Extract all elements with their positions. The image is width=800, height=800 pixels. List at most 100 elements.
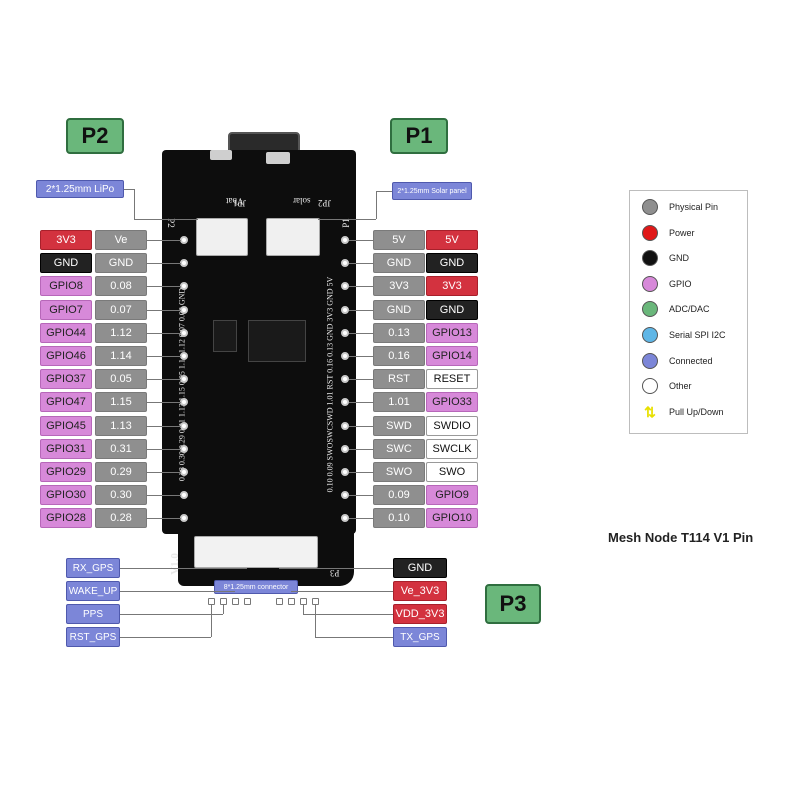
legend-item: GND — [630, 250, 689, 267]
pin-function: GPIO44 — [40, 322, 92, 343]
pin-hole-right — [341, 282, 349, 291]
pin-function: GPIO7 — [40, 299, 92, 320]
pin-wire — [147, 286, 181, 288]
wire-solar — [376, 191, 392, 192]
silk-jp2: JP2 — [318, 198, 332, 208]
legend-label: ADC/DAC — [669, 304, 710, 315]
pin-wire — [349, 356, 373, 357]
pin-wire — [147, 309, 181, 311]
pin-function: GPIO29 — [40, 462, 92, 482]
pin-function: GPIO30 — [40, 485, 92, 506]
p3-wire-h — [120, 568, 247, 569]
pin-function: GPIO13 — [426, 322, 478, 343]
physical-pin: 0.31 — [95, 438, 147, 459]
p3-wire-h — [291, 591, 393, 592]
pin-hole-right — [341, 514, 349, 523]
pin-hole-right — [341, 468, 349, 476]
legend-swatch — [642, 352, 658, 369]
physical-pin: 0.29 — [95, 462, 147, 482]
physical-pin: 0.16 — [373, 346, 425, 366]
p3-wire-v — [211, 604, 212, 637]
legend-item: Serial SPI I2C — [630, 327, 726, 343]
wire-lipo — [124, 189, 134, 190]
pin-function: GPIO37 — [40, 369, 92, 390]
p3-right-label: TX_GPS — [393, 627, 447, 647]
pull-up-down-icon: ⇅ — [644, 403, 656, 420]
pin-hole-left — [180, 468, 188, 476]
pin-wire — [147, 263, 181, 265]
silk-left-row: 0.28 0.30 0.29 0.31 1.13 1.15 0.05 1.14 … — [177, 287, 187, 482]
pin-hole-right — [341, 491, 349, 500]
pin-function: 5V — [426, 230, 478, 250]
legend-label: GPIO — [669, 278, 692, 289]
wire-solar-h2 — [318, 219, 376, 220]
physical-pin: 0.08 — [95, 276, 147, 297]
pin-wire — [349, 309, 373, 311]
pin-wire — [147, 518, 181, 520]
connector-solar-label: 2*1.25mm Solar panel — [392, 182, 472, 200]
pin-function: GPIO46 — [40, 346, 92, 366]
pin-wire — [147, 448, 181, 450]
physical-pin: 5V — [373, 230, 425, 250]
legend-item: ⇅Pull Up/Down — [630, 403, 723, 420]
p3-right-label: Ve_3V3 — [393, 581, 447, 601]
pin-wire — [349, 402, 373, 404]
physical-pin: 0.05 — [95, 369, 147, 390]
pin-function: GPIO10 — [426, 508, 478, 529]
legend-swatch — [642, 224, 658, 241]
legend-item: Physical Pin — [630, 199, 718, 215]
header-p1: P1 — [390, 118, 448, 154]
pin-hole-left — [180, 421, 188, 430]
physical-pin: 0.28 — [95, 508, 147, 529]
pin-function: SWO — [426, 462, 478, 482]
pin-hole-left — [180, 328, 188, 337]
connector-lead — [288, 598, 295, 605]
p3-wire-h — [303, 614, 393, 615]
button-switch-2 — [210, 150, 232, 160]
wire-solar-v — [376, 191, 377, 219]
caption: Mesh Node T114 V1 Pin — [608, 530, 754, 545]
pin-hole-left — [180, 444, 188, 453]
p3-wire-h — [120, 591, 235, 592]
pin-hole-left — [180, 282, 188, 291]
pin-function: GPIO47 — [40, 392, 92, 413]
pin-wire — [349, 379, 373, 381]
wire-lipo-v — [134, 189, 135, 219]
pin-hole-left — [180, 305, 188, 314]
pin-function: GPIO8 — [40, 276, 92, 297]
p3-wire-v — [315, 604, 316, 637]
pin-function: GPIO14 — [426, 346, 478, 366]
button-switch — [266, 152, 290, 164]
legend-swatch — [642, 250, 658, 267]
legend-swatch — [642, 301, 658, 318]
p3-wire-v — [303, 604, 304, 614]
p3-wire-h — [120, 637, 211, 638]
pin-wire — [349, 472, 373, 473]
pin-hole-left — [180, 398, 188, 407]
physical-pin: Ve — [95, 230, 147, 250]
pin-wire — [349, 425, 373, 427]
pin-function: GND — [426, 253, 478, 274]
physical-pin: 0.09 — [373, 485, 425, 506]
pin-wire — [147, 240, 181, 241]
legend-label: Power — [669, 227, 695, 238]
pin-hole-left — [180, 514, 188, 523]
pin-wire — [349, 332, 373, 334]
physical-pin: SWO — [373, 462, 425, 482]
pin-hole-right — [341, 328, 349, 337]
legend-item: Connected — [630, 352, 713, 369]
p3-wire-h — [279, 568, 393, 569]
legend-swatch — [642, 327, 658, 343]
physical-pin: 1.01 — [373, 392, 425, 413]
p3-left-label: RST_GPS — [66, 627, 120, 647]
pin-function: GND — [40, 253, 92, 274]
physical-pin: 0.07 — [95, 299, 147, 320]
physical-pin: SWD — [373, 415, 425, 436]
physical-pin: 1.13 — [95, 415, 147, 436]
physical-pin: 1.14 — [95, 346, 147, 366]
physical-pin: 3V3 — [373, 276, 425, 297]
pin-wire — [147, 425, 181, 427]
pin-hole-right — [341, 236, 349, 244]
p3-left-label: WAKE_UP — [66, 581, 120, 601]
